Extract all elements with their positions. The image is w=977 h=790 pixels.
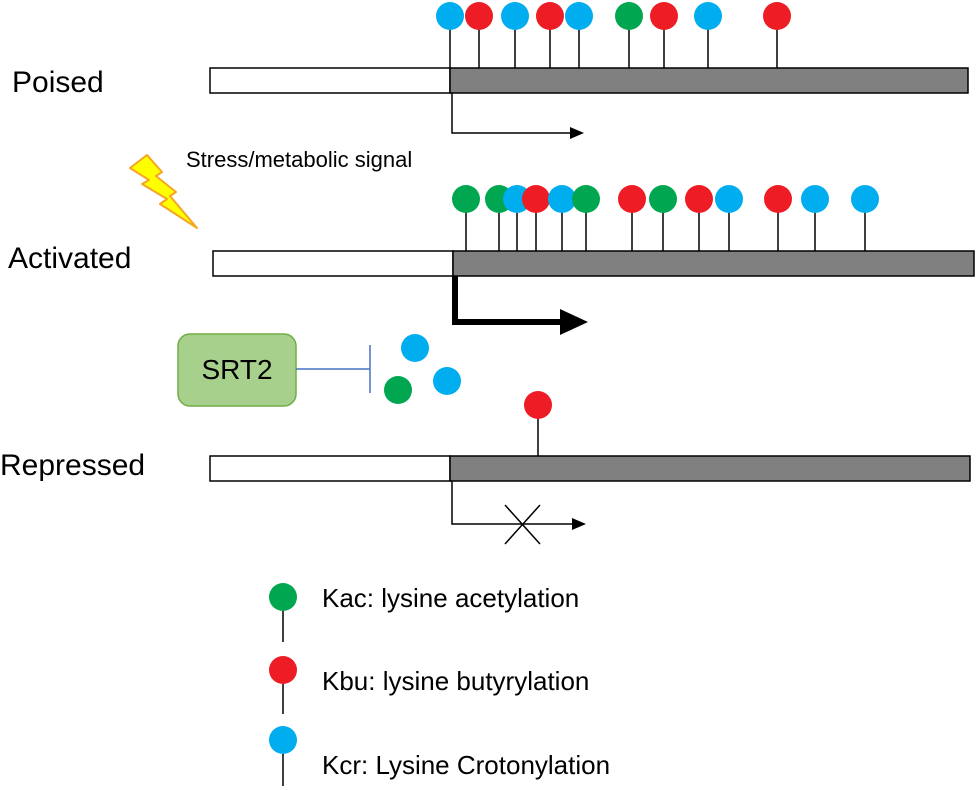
transcription-arrow-repressed [451, 481, 578, 525]
marks-repressed [524, 391, 552, 456]
activated-kac-mark-icon [572, 185, 600, 213]
signal-label: Stress/metabolic signal [186, 147, 412, 172]
poised-kcr-mark-icon [501, 2, 529, 30]
marks-poised [436, 2, 791, 68]
activated-kac-mark-icon [649, 185, 677, 213]
label-activated: Activated [8, 242, 131, 275]
legend-kbu-label: Kbu: lysine butyrylation [322, 666, 589, 696]
label-repressed: Repressed [0, 449, 145, 482]
poised-kcr-mark-icon [694, 2, 722, 30]
transcription-arrow-activated [452, 276, 565, 325]
poised-kbu-mark-icon [465, 2, 493, 30]
activated-kcr-mark-icon [801, 185, 829, 213]
activated-kac-mark-icon [452, 185, 480, 213]
activated-kcr-mark-icon [715, 185, 743, 213]
legend: Kac: lysine acetylation Kbu: lysine buty… [269, 583, 610, 786]
removed-kac-mark-icon [384, 376, 412, 404]
gene-body-poised [449, 67, 969, 94]
removed-marks [384, 334, 461, 404]
label-poised: Poised [12, 66, 104, 99]
activated-kbu-mark-icon [764, 185, 792, 213]
gene-body-activated [452, 250, 975, 277]
removed-kcr-mark-icon [401, 334, 429, 362]
activated-kbu-mark-icon [522, 185, 550, 213]
lightning-bolt-icon [129, 154, 198, 229]
activated-kbu-mark-icon [618, 185, 646, 213]
gene-body-repressed [449, 455, 971, 482]
srt2-label: SRT2 [201, 354, 272, 385]
promoter-region-poised [209, 67, 451, 94]
transcription-arrow-poised [451, 93, 576, 134]
activated-kbu-mark-icon [685, 185, 713, 213]
blocked-cross-icon-stroke [504, 504, 541, 545]
poised-kbu-mark-icon [536, 2, 564, 30]
legend-kcr-marker-icon [269, 726, 297, 754]
poised-kcr-mark-icon [565, 2, 593, 30]
legend-kcr-label: Kcr: Lysine Crotonylation [322, 750, 610, 780]
activated-kcr-mark-icon [851, 185, 879, 213]
legend-kac-label: Kac: lysine acetylation [322, 583, 579, 613]
removed-kcr-mark-icon [433, 367, 461, 395]
repressed-kbu-mark-icon [524, 391, 552, 419]
transcription-arrowhead-poised [570, 127, 584, 139]
transcription-arrowhead-activated [560, 309, 588, 335]
promoter-region-activated [212, 250, 454, 277]
poised-kbu-mark-icon [763, 2, 791, 30]
activated-kcr-mark-icon [548, 185, 576, 213]
poised-kcr-mark-icon [436, 2, 464, 30]
promoter-region-repressed [209, 455, 451, 482]
poised-kbu-mark-icon [650, 2, 678, 30]
srt2-enzyme-box [177, 333, 297, 407]
marks-activated [452, 185, 879, 251]
transcription-arrowhead-repressed [572, 518, 586, 530]
legend-kbu-marker-icon [269, 656, 297, 684]
legend-kac-marker-icon [269, 583, 297, 611]
poised-kac-mark-icon [615, 2, 643, 30]
